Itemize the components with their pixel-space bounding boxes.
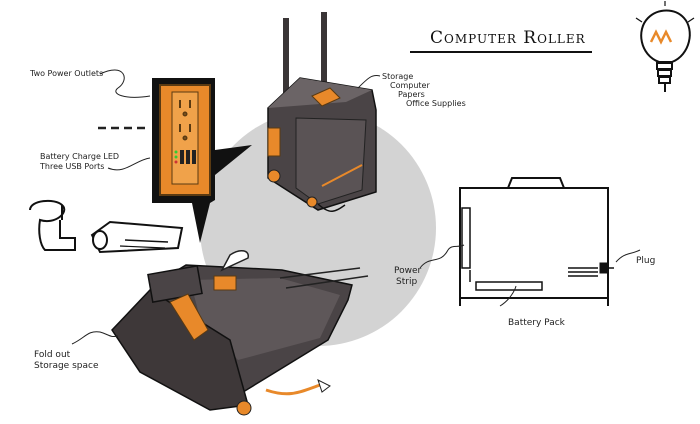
label-power: Power [394,266,422,276]
label-battery-led: Battery Charge LED [40,152,120,161]
label-usb-ports: Three USB Ports [40,162,105,171]
label-office-supplies: Office Supplies [406,99,466,108]
label-storage-space: Storage space [34,361,99,371]
adapter-sketches [29,199,184,254]
label-battery-pack: Battery Pack [508,318,565,328]
opened-case [111,250,369,416]
outlet-panel-detail [152,78,252,243]
label-plug: Plug [636,256,656,266]
rolling-case [267,12,377,212]
label-fold-out: Fold out [34,350,71,360]
label-computer: Computer [390,81,430,90]
page-title: Computer Roller [430,28,586,48]
storage-leader [357,75,381,89]
schematic-leaders [419,244,641,307]
label-strip: Strip [396,277,418,287]
left-leader-lines [98,69,151,171]
foldout-leader [71,331,119,345]
label-storage: Storage [382,72,414,81]
label-two-power-outlets: Two Power Outlets [30,69,104,78]
label-papers: Papers [398,90,425,99]
lightbulb-icon [635,1,695,92]
schematic-diagram [459,177,614,306]
